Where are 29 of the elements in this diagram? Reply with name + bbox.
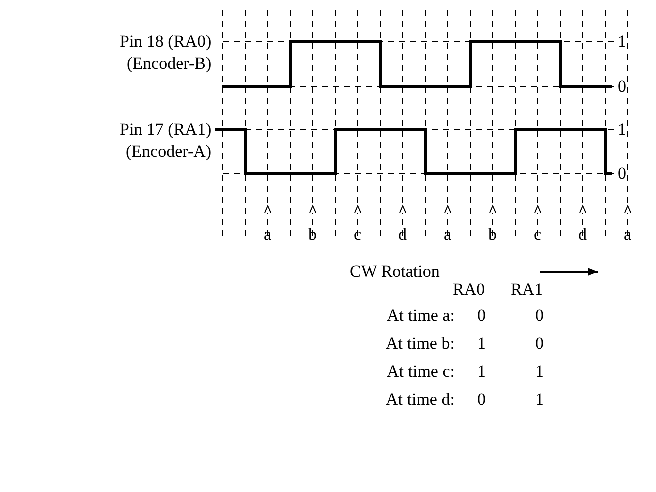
table-value: 1 xyxy=(478,335,486,353)
time-label: b xyxy=(488,226,497,244)
level-label: 0 xyxy=(618,78,626,96)
column-header: RA1 xyxy=(511,281,544,299)
time-label: d xyxy=(578,226,587,244)
signal-name: Pin 17 (RA1) xyxy=(120,121,212,139)
row-label: At time c: xyxy=(387,363,455,381)
table-value: 1 xyxy=(536,391,544,409)
signal-name: (Encoder-B) xyxy=(127,55,212,73)
level-label: 1 xyxy=(618,121,626,139)
time-label: c xyxy=(354,226,362,244)
table-value: 0 xyxy=(536,307,544,325)
signal-name: Pin 18 (RA0) xyxy=(120,33,212,51)
time-label: d xyxy=(398,226,407,244)
axis-title: CW Rotation xyxy=(350,263,440,281)
level-label: 0 xyxy=(618,165,626,183)
table-value: 1 xyxy=(478,363,486,381)
signal-name: (Encoder-A) xyxy=(126,143,212,161)
table-value: 0 xyxy=(478,391,486,409)
row-label: At time b: xyxy=(386,335,455,353)
level-label: 1 xyxy=(618,33,626,51)
table-value: 0 xyxy=(536,335,544,353)
table-value: 1 xyxy=(536,363,544,381)
row-label: At time d: xyxy=(386,391,455,409)
row-label: At time a: xyxy=(387,307,455,325)
time-label: b xyxy=(308,226,317,244)
time-label: c xyxy=(534,226,542,244)
column-header: RA0 xyxy=(453,281,486,299)
table-value: 0 xyxy=(478,307,486,325)
